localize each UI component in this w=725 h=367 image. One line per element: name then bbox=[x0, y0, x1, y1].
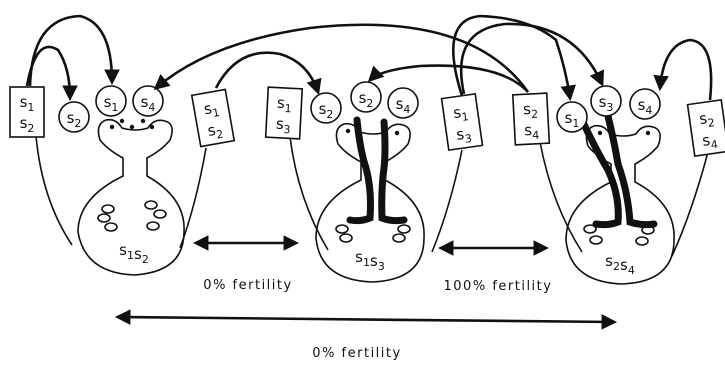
arrow-plant1-to-plant2 bbox=[216, 53, 318, 92]
pollen-grain-1: s2 bbox=[59, 102, 89, 132]
right-anther: s1 s2 bbox=[192, 89, 235, 146]
double-arrow bbox=[118, 317, 614, 322]
pollen-grain-2: s3 bbox=[591, 86, 621, 116]
plant-s1s3: s1s3 s2 s2 s4 s1 s3 s1 s3 bbox=[266, 82, 483, 282]
fertility-1-2: 0% fertility bbox=[196, 243, 296, 293]
pollen-grain-1: s1 bbox=[557, 102, 587, 132]
left-filament bbox=[290, 137, 328, 250]
ovules bbox=[98, 201, 166, 231]
left-anther: s1 s3 bbox=[266, 87, 303, 139]
left-anther: s2 s4 bbox=[513, 93, 550, 145]
stigma-dots bbox=[598, 131, 650, 135]
arrow-plant3-to-s4 bbox=[156, 25, 528, 92]
left-anther: s1 s2 bbox=[10, 87, 44, 137]
arrow-plant2-to-plant3 bbox=[461, 24, 602, 94]
pistil-genotype: s2s4 bbox=[605, 252, 635, 277]
pollen-grain-3: s4 bbox=[388, 88, 418, 118]
pistil-genotype: s1s3 bbox=[355, 248, 385, 273]
fertility-2-3: 100% fertility bbox=[441, 248, 552, 294]
left-filament bbox=[540, 142, 582, 252]
pollen-grain-2: s1 bbox=[96, 86, 126, 116]
fertility-label: 0% fertility bbox=[203, 278, 292, 293]
ovules bbox=[336, 225, 410, 242]
plant-s1s2: s1s2 s2 s1 s4 s1 s2 s1 s2 bbox=[10, 86, 234, 275]
pollen-grain-3: s4 bbox=[133, 86, 163, 116]
arrow-plant3-to-plant2-s2 bbox=[370, 66, 528, 92]
left-filament bbox=[36, 136, 72, 245]
right-anther: s2 s4 bbox=[688, 100, 725, 156]
arrow-plant2-to-plant3-s1 bbox=[453, 16, 570, 98]
pollen-grain-1: s2 bbox=[311, 93, 341, 123]
arrow-plant3-right-to-s4 bbox=[660, 40, 711, 100]
plant-s2s4: s2s4 s1 s3 s4 s2 s4 s2 s4 bbox=[513, 86, 725, 284]
fertility-1-3: 0% fertility bbox=[118, 317, 614, 361]
arrow-anther-to-s1 bbox=[30, 16, 112, 86]
pollen-tube bbox=[382, 122, 404, 221]
pollen-grain-3: s4 bbox=[630, 89, 660, 119]
right-filament bbox=[672, 152, 708, 256]
ovules bbox=[584, 225, 654, 245]
fertility-label: 100% fertility bbox=[444, 279, 553, 294]
fertility-label: 0% fertility bbox=[312, 346, 401, 361]
right-anther: s1 s3 bbox=[442, 94, 483, 150]
pollen-grain-2: s2 bbox=[351, 82, 381, 112]
right-filament bbox=[432, 150, 462, 252]
pollen-tube bbox=[606, 108, 654, 225]
pistil-genotype: s1s2 bbox=[119, 241, 149, 266]
